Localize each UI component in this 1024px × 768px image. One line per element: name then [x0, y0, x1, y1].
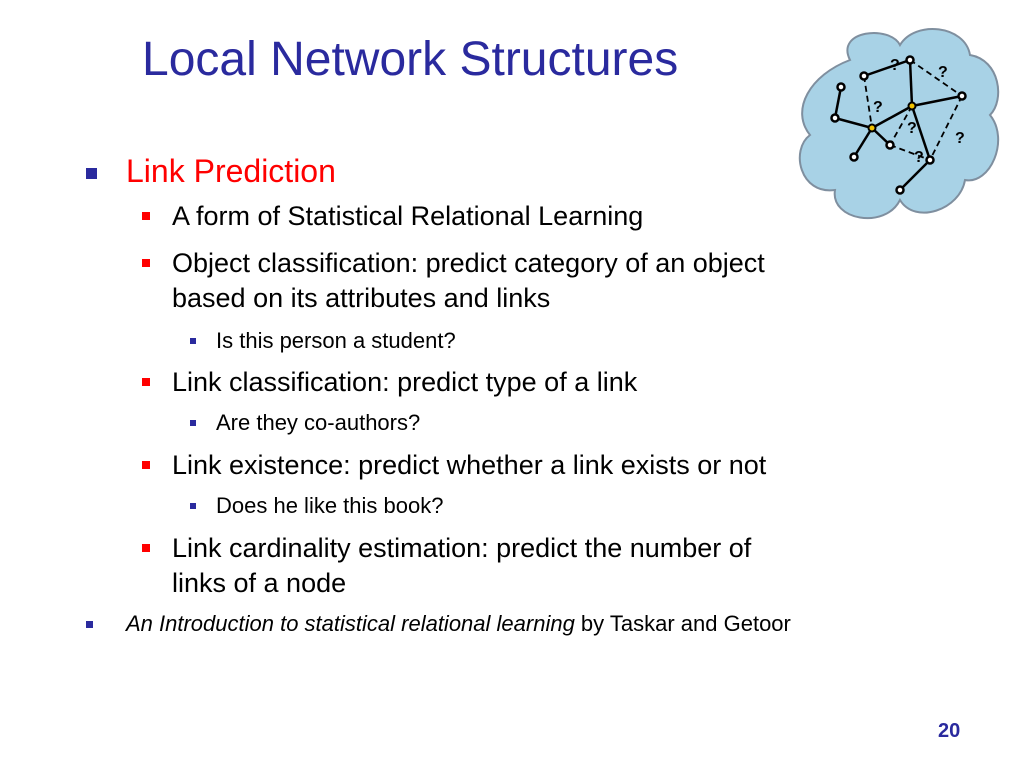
question-mark: ?	[873, 99, 883, 116]
question-mark: ?	[890, 57, 900, 74]
bullet-text: A form of Statistical Relational Learnin…	[172, 201, 644, 231]
bullet-text: links of a node	[172, 568, 347, 598]
dashed-links	[863, 59, 963, 161]
network-node	[895, 185, 905, 195]
highlight-node	[907, 101, 917, 111]
bullet-text: Link classification: predict type of a l…	[172, 367, 638, 397]
bullet-text: Object classification: predict category …	[172, 248, 765, 278]
bullet-text: Does he like this book?	[216, 493, 444, 518]
network-node	[849, 152, 859, 162]
bullet-square-icon	[142, 212, 150, 220]
question-mark: ?	[938, 64, 948, 81]
network-node	[925, 155, 935, 165]
bullet-text: based on its attributes and links	[172, 283, 551, 313]
network-node	[836, 82, 846, 92]
bullet-square-icon	[86, 621, 93, 628]
bullet-square-icon	[142, 461, 150, 469]
bullet-square-icon	[190, 503, 196, 509]
network-node	[859, 71, 869, 81]
bullet-square-icon	[86, 168, 97, 179]
cloud-shape	[798, 28, 1000, 219]
network-cloud-diagram: ? ? ? ? ? ?	[798, 28, 1000, 219]
network-node	[830, 113, 840, 123]
bullet-square-icon	[142, 544, 150, 552]
bullet-text: Link existence: predict whether a link e…	[172, 450, 767, 480]
bullet-text: Link Prediction	[126, 153, 336, 189]
network-node	[957, 91, 967, 101]
question-mark: ?	[907, 120, 917, 137]
highlight-nodes	[867, 101, 917, 133]
question-mark: ?	[914, 149, 924, 166]
reference-authors: by Taskar and Getoor	[574, 611, 791, 636]
highlight-node	[867, 123, 877, 133]
bullet-text: Link cardinality estimation: predict the…	[172, 533, 752, 563]
reference-title: An Introduction to statistical relationa…	[126, 611, 575, 636]
bullet-square-icon	[190, 338, 196, 344]
bullet-text: Are they co-authors?	[216, 410, 421, 435]
bullet-square-icon	[142, 259, 150, 267]
bullet-text: Is this person a student?	[216, 328, 456, 353]
network-node	[885, 140, 895, 150]
bullet-square-icon	[142, 378, 150, 386]
solid-links	[833, 58, 963, 191]
slide-title: Local Network Structures	[142, 33, 679, 86]
bullet-square-icon	[190, 420, 196, 426]
nodes	[830, 55, 967, 195]
question-mark: ?	[955, 130, 965, 147]
reference-text: An Introduction to statistical relationa…	[126, 610, 791, 638]
page-number: 20	[938, 720, 961, 742]
network-node	[905, 55, 915, 65]
